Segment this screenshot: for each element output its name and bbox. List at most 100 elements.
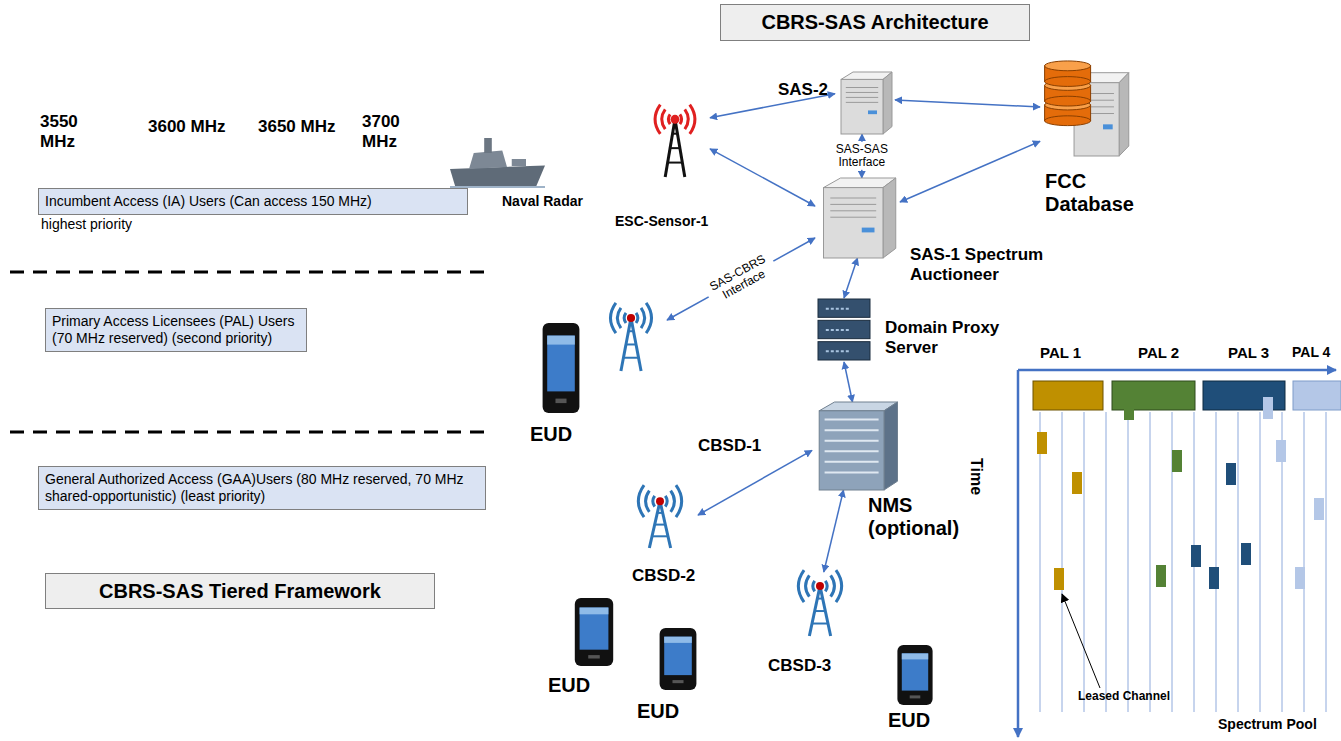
- node-label: SAS-2: [778, 80, 828, 100]
- graphic-part: [626, 343, 636, 345]
- database-icon: FCC Database: [1040, 58, 1132, 156]
- graphic-part: [1072, 472, 1082, 494]
- graphic-part: [657, 512, 662, 514]
- graphic-part: [469, 151, 507, 170]
- axis-label: Time: [967, 458, 985, 495]
- graphic-part: [1150, 412, 1151, 712]
- graphic-part: [798, 570, 841, 636]
- graphic-part: [690, 105, 695, 134]
- graphic-part: [638, 485, 681, 548]
- graphic-part: [641, 308, 645, 328]
- db-drawing: [1040, 58, 1132, 156]
- graphic-part: [660, 628, 697, 690]
- priority-note: highest priority: [41, 216, 132, 233]
- graphic-part: [824, 178, 896, 258]
- graphic-part: [646, 491, 650, 512]
- graphic-part: [636, 313, 638, 323]
- phone-icon: EUD: [570, 598, 618, 666]
- graphic-part: [655, 524, 666, 526]
- graphic-part: [1276, 440, 1286, 462]
- tier-divider: [10, 431, 490, 434]
- graphic-part: [543, 323, 580, 413]
- graphic-part: [664, 637, 692, 643]
- radar-icon: Naval Radar: [450, 138, 545, 188]
- proxy-drawing: [818, 298, 870, 362]
- graphic-part: [671, 115, 680, 124]
- server-icon: SAS-2: [835, 72, 895, 134]
- tier-text: Incumbent Access (IA) Users (Can access …: [45, 193, 461, 210]
- caption-label: Spectrum Pool: [1218, 716, 1317, 732]
- graphic-part: [547, 336, 575, 345]
- leader-line: [1062, 594, 1100, 688]
- graphic-part: [450, 186, 545, 188]
- tower-drawing: [782, 572, 858, 636]
- node-label: Domain Proxy Server: [885, 318, 1015, 357]
- graphic-part: [1045, 96, 1091, 106]
- graphic-part: [884, 402, 898, 490]
- pal-label: PAL 1: [1040, 344, 1081, 361]
- node-label: NMS (optional): [868, 494, 978, 540]
- server-icon: SAS-1 Spectrum Auctioneer: [815, 178, 900, 258]
- node-label: EUD: [530, 423, 572, 446]
- graphic-part: [610, 303, 651, 371]
- graphic-part: [1119, 73, 1129, 156]
- graphic-part: [825, 429, 879, 431]
- graphic-part: [902, 653, 928, 690]
- graphic-part: [624, 313, 626, 323]
- graphic-part: [826, 329, 849, 331]
- diagram-title: CBRS-SAS Architecture: [720, 4, 1030, 41]
- graphic-part: [818, 342, 870, 360]
- graphic-part: [846, 97, 878, 98]
- graphic-part: [1172, 450, 1182, 472]
- graphic-part: [1037, 432, 1047, 454]
- graphic-part: [1241, 543, 1251, 565]
- connector: [698, 450, 812, 515]
- graphic-part: [1238, 412, 1239, 712]
- graphic-part: [1018, 369, 1336, 372]
- graphic-part: [638, 485, 644, 517]
- phone-icon: EUD: [538, 323, 584, 413]
- graphic-part: [817, 598, 822, 600]
- spectrum-pool: [1018, 370, 1341, 737]
- server-drawing: [815, 178, 900, 258]
- graphic-part: [1314, 498, 1324, 520]
- tier-text: General Authorized Access (GAA)Users (80…: [45, 471, 479, 505]
- graphic-part: [830, 204, 876, 205]
- graphic-part: [798, 570, 804, 602]
- graphic-part: [512, 159, 526, 166]
- graphic-part: [862, 228, 875, 233]
- node-label: CBSD-1: [698, 436, 761, 456]
- graphic-part: [846, 92, 878, 93]
- frequency-label: 3700 MHz: [362, 112, 414, 151]
- graphic-part: [1226, 463, 1236, 485]
- node-label: CBSD-3: [768, 656, 831, 676]
- graphic-part: [824, 188, 884, 258]
- graphic-part: [668, 162, 683, 164]
- nms-drawing: [812, 402, 902, 490]
- graphic-part: [819, 411, 884, 490]
- graphic-part: [588, 655, 600, 658]
- graphic-part: [1124, 398, 1134, 420]
- graphic-part: [1209, 567, 1219, 589]
- interface-label: SAS-CBRS Interface: [702, 249, 780, 310]
- graphic-part: [819, 402, 897, 490]
- graphic-part: [825, 440, 879, 442]
- graphic-part: [825, 471, 879, 473]
- graphic-part: [1128, 412, 1129, 712]
- ship-drawing: [450, 138, 545, 188]
- graphic-part: [883, 72, 892, 134]
- graphic-part: [652, 535, 668, 537]
- graphic-part: [655, 105, 695, 177]
- graphic-part: [813, 581, 815, 592]
- graphic-part: [668, 114, 670, 124]
- graphic-part: [646, 303, 651, 333]
- graphic-part: [673, 133, 678, 135]
- graphic-part: [818, 299, 870, 360]
- graphic-part: [580, 608, 609, 615]
- graphic-part: [555, 399, 566, 404]
- graphic-part: [1017, 370, 1020, 737]
- tower-icon: CBSD-1: [595, 303, 667, 371]
- graphic-part: [610, 303, 615, 333]
- phone-drawing: [655, 628, 701, 690]
- graphic-part: [841, 72, 892, 134]
